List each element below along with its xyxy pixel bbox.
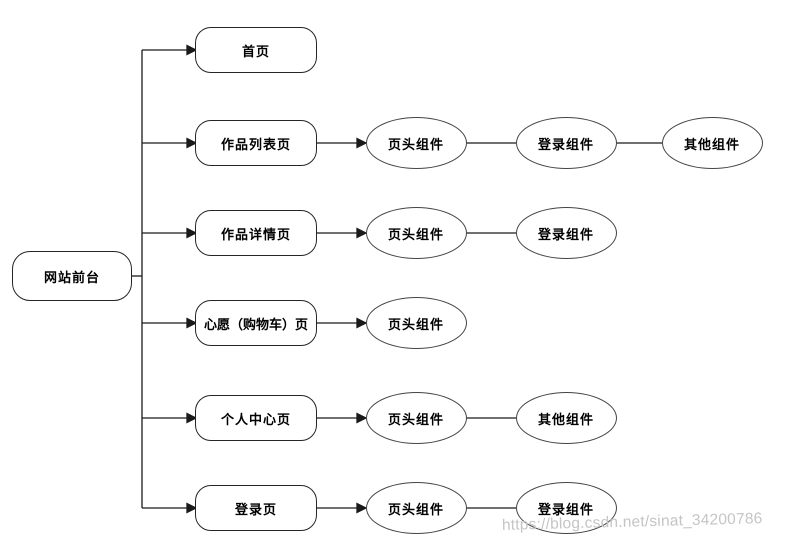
component-node-header: 页头组件 bbox=[365, 482, 467, 534]
component-node-login: 登录组件 bbox=[515, 117, 617, 169]
page-node-personal-center: 个人中心页 bbox=[195, 395, 317, 441]
page-node-wishlist-cart: 心愿（购物车）页 bbox=[195, 300, 317, 346]
component-node-header: 页头组件 bbox=[365, 207, 467, 259]
component-node-login: 登录组件 bbox=[515, 207, 617, 259]
component-node-header: 页头组件 bbox=[365, 392, 467, 444]
page-node-works-detail: 作品详情页 bbox=[195, 210, 317, 256]
component-node-other: 其他组件 bbox=[515, 392, 617, 444]
page-node-login-page: 登录页 bbox=[195, 485, 317, 531]
page-node-home: 首页 bbox=[195, 27, 317, 73]
component-node-other: 其他组件 bbox=[661, 117, 763, 169]
root-node: 网站前台 bbox=[12, 251, 132, 301]
page-node-works-list: 作品列表页 bbox=[195, 120, 317, 166]
component-node-header: 页头组件 bbox=[365, 117, 467, 169]
component-node-header: 页头组件 bbox=[365, 297, 467, 349]
component-node-login: 登录组件 bbox=[515, 482, 617, 534]
